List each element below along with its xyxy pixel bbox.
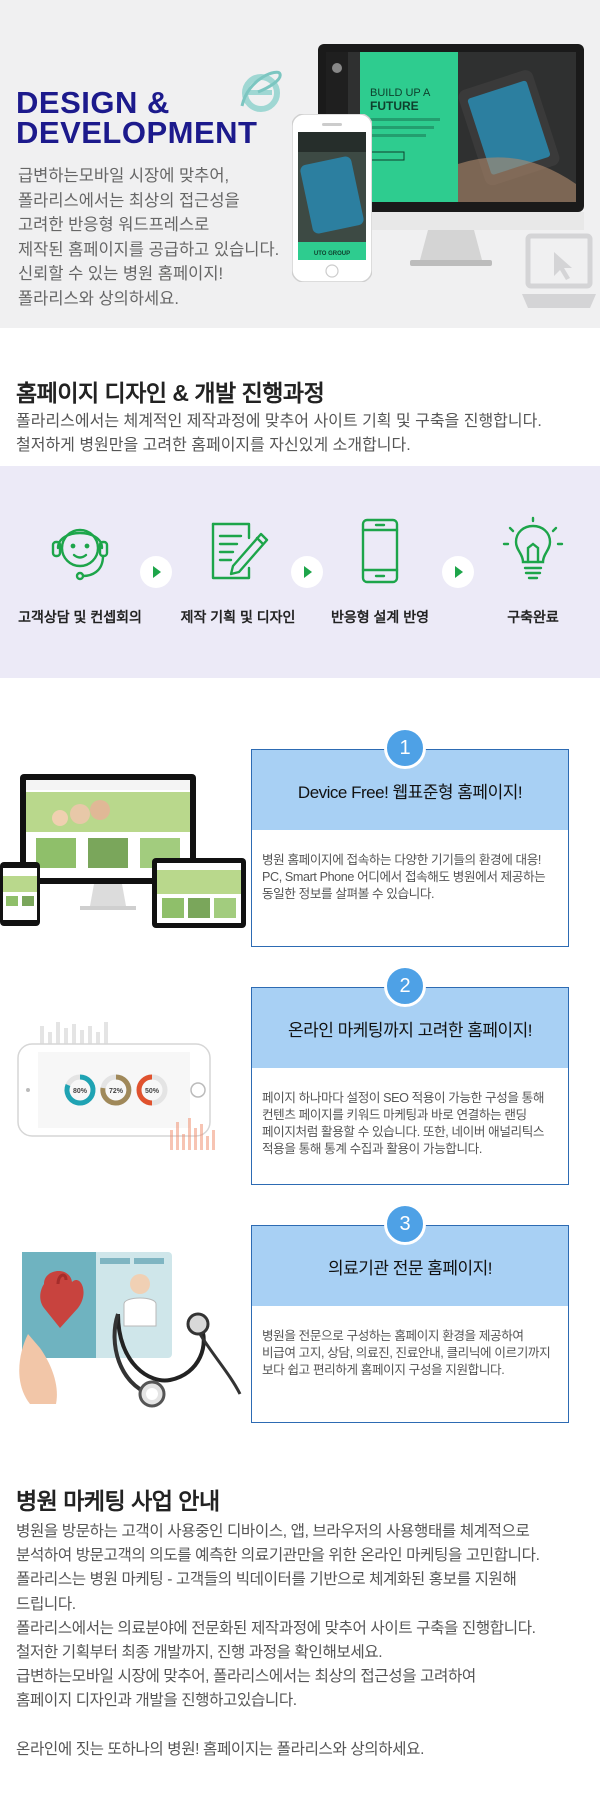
monitor-heading-line2: FUTURE — [370, 99, 419, 113]
feature-body-line: 적용을 통해 통계 수집과 활용이 가능합니다. — [262, 1142, 482, 1156]
document-pen-icon — [211, 522, 269, 580]
gauge-value-label: 72% — [109, 1088, 124, 1095]
feature-card-body: 페이지 하나마다 설정이 SEO 적용이 가능한 구성을 통해 컨텐츠 페이지를… — [252, 1068, 568, 1158]
feature-body-line: 비급여 고지, 상담, 의료진, 진료안내, 클리닉에 이르기까지 — [262, 1346, 551, 1360]
hero-desc-line: 제작된 홈페이지를 공급하고 있습니다. — [18, 240, 280, 259]
feature-card-body: 병원 홈페이지에 접속하는 다양한 기기들의 환경에 대응! PC, Smart… — [252, 830, 568, 903]
smartphone-icon — [361, 518, 399, 584]
process-desc-line: 철저하게 병원만을 고려한 홈페이지를 자신있게 소개합니다. — [16, 437, 411, 454]
headset-icon — [51, 528, 109, 581]
marketing-description: 병원을 방문하는 고객이 사용중인 디바이스, 앱, 브라우저의 사용행태를 체… — [16, 1520, 596, 1762]
feature-body-line: 병원 홈페이지에 접속하는 다양한 기기들의 환경에 대응! — [262, 853, 541, 867]
smartphone-illustration: UTO GROUP — [292, 114, 372, 282]
feature-card-device-free: Device Free! 웹표준형 홈페이지! 병원 홈페이지에 접속하는 다양… — [251, 749, 569, 947]
feature-body-line: 보다 쉽고 편리하게 홈페이지 구성을 지원합니다. — [262, 1363, 505, 1377]
marketing-body-line: 드립니다. — [16, 1595, 76, 1613]
hero-desc-line: 폴라리스와 상의하세요. — [18, 289, 179, 308]
feature-body-line: 페이지처럼 활용할 수 있습니다. 또한, 네이버 애널리틱스 — [262, 1125, 545, 1139]
process-step-label: 구축완료 — [507, 609, 559, 625]
process-section-title: 홈페이지 디자인 & 개발 진행과정 — [16, 380, 325, 406]
process-step-planning: 제작 기획 및 디자인 — [163, 466, 313, 678]
feature-card-online-marketing: 온라인 마케팅까지 고려한 홈페이지! 페이지 하나마다 설정이 SEO 적용이… — [251, 987, 569, 1185]
feature-number-badge: 3 — [384, 1203, 426, 1245]
feature-card-body: 병원을 전문으로 구성하는 홈페이지 환경을 제공하여 비급여 고지, 상담, … — [252, 1306, 568, 1379]
hero-desc-line: 급변하는모바일 시장에 맞추어, — [18, 167, 230, 185]
phone-footer-label: UTO GROUP — [314, 251, 350, 257]
step-arrow-icon — [291, 556, 323, 588]
desktop-monitor-illustration: BUILD UP A FUTURE — [318, 44, 584, 266]
marketing-body-line: 철저한 기획부터 최종 개발까지, 진행 과정을 확인해보세요. — [16, 1643, 383, 1661]
feature-body-line: 컨텐츠 페이지를 키워드 마케팅과 바로 연결하는 랜딩 — [262, 1108, 527, 1122]
marketing-body-line: 분석하여 방문고객의 의도를 예측한 의료기관만을 위한 온라인 마케팅을 고민… — [16, 1547, 540, 1565]
marketing-body-line: 급변하는모바일 시장에 맞추어, 폴라리스에서는 최상의 접근성을 고려하여 — [16, 1668, 476, 1686]
hero-title: DESIGN & DEVELOPMENT — [16, 85, 258, 150]
process-step-consultation: 고객상담 및 컨셉회의 — [5, 466, 155, 678]
marketing-body-line — [16, 1714, 596, 1738]
process-steps-band: 고객상담 및 컨셉회의 제작 기획 및 디자인 — [0, 466, 600, 678]
process-description: 폴라리스에서는 체계적인 제작과정에 맞추어 사이트 기획 및 구축을 진행합니… — [16, 410, 542, 458]
step-arrow-icon — [442, 556, 474, 588]
feature-card-medical-specialized: 의료기관 전문 홈페이지! 병원을 전문으로 구성하는 홈페이지 환경을 제공하… — [251, 1225, 569, 1423]
hero-title-line2: DEVELOPMENT — [16, 115, 258, 150]
phone-analytics-illustration: 80% 72% 50% — [17, 1022, 215, 1150]
lightbulb-icon — [502, 516, 564, 580]
gauge-value-label: 50% — [145, 1088, 160, 1095]
gauge-value-label: 80% — [73, 1088, 88, 1095]
hero-desc-line: 폴라리스에서는 최상의 접근성을 — [18, 191, 240, 210]
step-arrow-icon — [140, 556, 172, 588]
process-step-responsive: 반응형 설계 반영 — [305, 466, 455, 678]
feature-body-line: 병원을 전문으로 구성하는 홈페이지 환경을 제공하여 — [262, 1329, 524, 1343]
marketing-body-line: 폴라리스에서는 의료분야에 전문화된 제작과정에 맞추어 사이트 구축을 진행합… — [16, 1619, 536, 1637]
medical-tablet-illustration — [19, 1252, 242, 1408]
process-step-label: 반응형 설계 반영 — [331, 609, 429, 625]
monitor-heading-line1: BUILD UP A — [370, 87, 431, 99]
hero-banner: DESIGN & DEVELOPMENT 급변하는모바일 시장에 맞추어, 폴라… — [0, 0, 600, 328]
marketing-body-line: 온라인에 짓는 또하나의 병원! 홈페이지는 폴라리스와 상의하세요. — [16, 1740, 425, 1758]
marketing-section-title: 병원 마케팅 사업 안내 — [16, 1488, 220, 1514]
feature-card-title: Device Free! 웹표준형 홈페이지! — [252, 750, 568, 830]
responsive-devices-illustration — [0, 774, 246, 928]
process-desc-line: 폴라리스에서는 체계적인 제작과정에 맞추어 사이트 기획 및 구축을 진행합니… — [16, 413, 542, 430]
process-step-label: 고객상담 및 컨셉회의 — [18, 609, 142, 625]
feature-number-badge: 2 — [384, 965, 426, 1007]
marketing-body-line: 홈페이지 디자인과 개발을 진행하고있습니다. — [16, 1692, 297, 1710]
hero-title-line1: DESIGN & — [16, 85, 170, 120]
marketing-body-line: 폴라리스는 병원 마케팅 - 고객들의 빅데이터를 기반으로 체계화된 홍보를 … — [16, 1571, 517, 1589]
feature-number-badge: 1 — [384, 727, 426, 769]
ie-logo-icon — [240, 70, 282, 112]
feature-body-line: 동일한 정보를 살펴볼 수 있습니다. — [262, 887, 435, 901]
marketing-body-line: 병원을 방문하는 고객이 사용중인 디바이스, 앱, 브라우저의 사용행태를 체… — [16, 1523, 530, 1540]
feature-body-line: 페이지 하나마다 설정이 SEO 적용이 가능한 구성을 통해 — [262, 1091, 544, 1105]
feature-body-line: PC, Smart Phone 어디에서 접속해도 병원에서 제공하는 — [262, 870, 546, 884]
process-step-complete: 구축완료 — [458, 466, 600, 678]
process-step-label: 제작 기획 및 디자인 — [180, 609, 296, 625]
laptop-cursor-icon — [522, 233, 596, 308]
hero-desc-line: 신뢰할 수 있는 병원 홈페이지! — [18, 265, 224, 283]
hero-desc-line: 고려한 반응형 워드프레스로 — [18, 216, 210, 234]
hero-description: 급변하는모바일 시장에 맞추어, 폴라리스에서는 최상의 접근성을 고려한 반응… — [18, 164, 308, 311]
